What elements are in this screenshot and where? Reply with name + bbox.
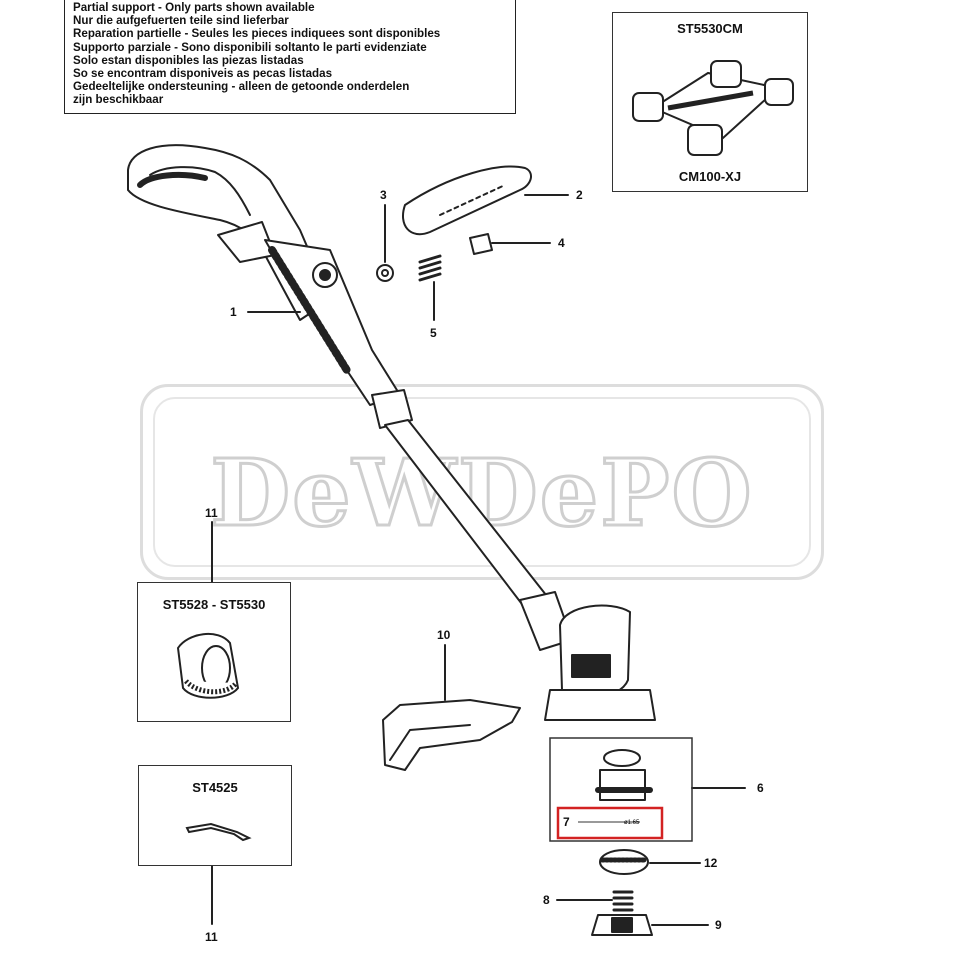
motor-label [571, 654, 611, 678]
callout-4: 4 [558, 236, 565, 250]
motor-housing [559, 604, 631, 700]
callout-6: 6 [757, 781, 764, 795]
guard-base [544, 689, 656, 721]
part-10-guard [382, 699, 521, 771]
part-6-cap [603, 749, 641, 767]
callout-5: 5 [430, 326, 437, 340]
mower-accessory-box: ST5530CM CM100-XJ [612, 12, 808, 192]
shaft-collar [371, 389, 413, 429]
handle-grip [137, 171, 208, 188]
callout-8: 8 [543, 893, 550, 907]
part-2-cover [402, 165, 532, 235]
grip-ribs [268, 246, 352, 376]
svg-text:ø1.65: ø1.65 [624, 820, 640, 826]
callout-2: 2 [576, 188, 583, 202]
notice-line: Gedeeltelijke ondersteuning - alleen de … [73, 80, 410, 94]
callout-11-top: 11 [205, 506, 218, 520]
wheel-variant-box: ST5528 - ST5530 [137, 582, 291, 722]
notice-line: Reparation partielle - Seules les pieces… [73, 27, 441, 41]
notice-line: zijn beschikbaar [73, 93, 164, 107]
handle-inner [149, 166, 251, 216]
watermark-inner-frame [153, 397, 811, 567]
st4525-clip-drawing [185, 822, 252, 842]
callout-9: 9 [715, 918, 722, 932]
notice-line: Partial support - Only parts shown avail… [73, 1, 315, 14]
partial-support-notice: Partial support - Only parts shown avail… [64, 0, 516, 114]
callout-1: 1 [230, 305, 237, 319]
mower-box-subtitle: CM100-XJ [678, 169, 742, 184]
callout-3: 3 [380, 188, 387, 202]
part-6-box [549, 737, 693, 842]
part-3-nut [376, 264, 394, 282]
mower-attachment-drawing [632, 60, 794, 156]
notice-line: So se encontram disponiveis as pecas lis… [73, 67, 333, 81]
notice-line: Supporto parziale - Sono disponibili sol… [73, 40, 427, 54]
wheel-guide-drawing [176, 632, 240, 699]
callout-12: 12 [704, 856, 718, 870]
notice-line: Solo estan disponibles las piezas listad… [73, 53, 304, 67]
lower-shaft [384, 419, 551, 613]
mower-box-title: ST5530CM [677, 21, 743, 36]
callout-11-bottom: 11 [205, 930, 218, 944]
callout-10: 10 [437, 628, 451, 642]
part-5-spring [418, 254, 442, 282]
st4525-variant-box: ST4525 [138, 765, 292, 866]
st4525-box-title: ST4525 [192, 780, 238, 795]
notice-line: Nur die aufgefuerten teile sind lieferba… [73, 14, 289, 28]
wheel-box-title: ST5528 - ST5530 [162, 597, 266, 612]
callout-7: 7 [563, 815, 570, 829]
part-4-bolt [469, 233, 493, 255]
part-7-highlight [556, 806, 664, 840]
part-8-spring [612, 890, 634, 912]
